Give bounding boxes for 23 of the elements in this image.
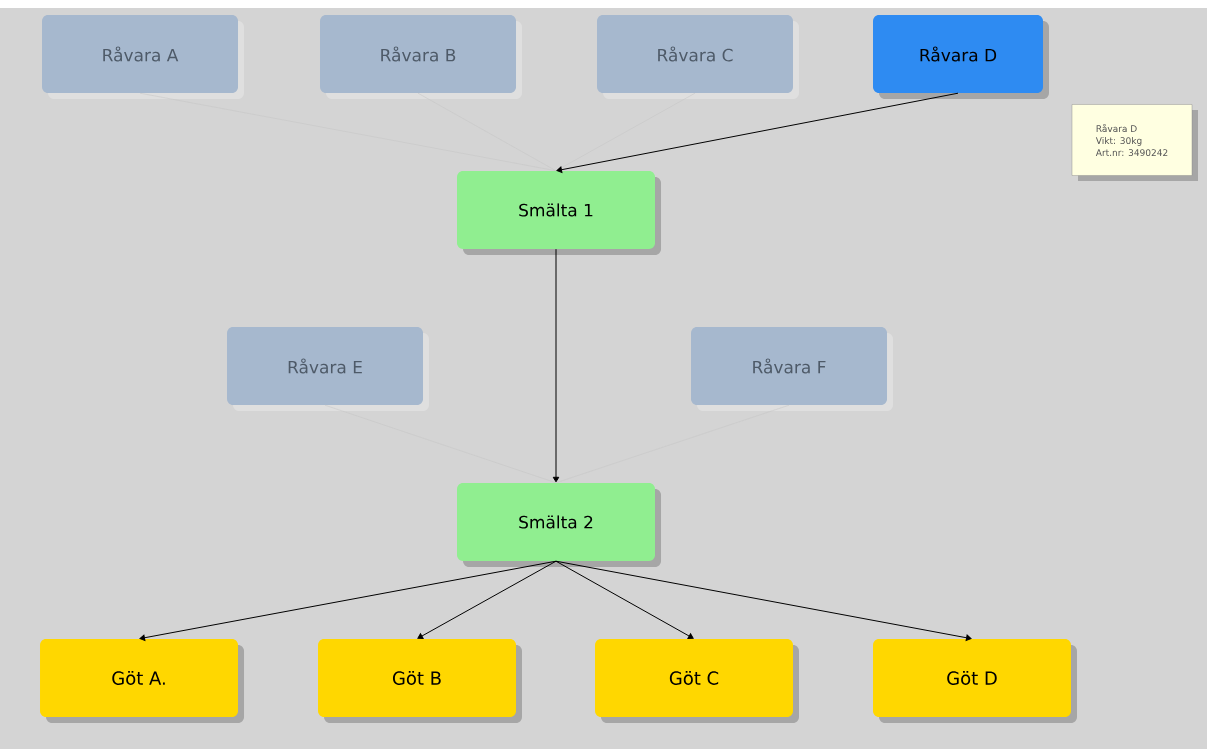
ingot-box: Göt B xyxy=(318,639,522,723)
connector-line xyxy=(139,92,557,172)
material-box: Råvara F xyxy=(691,327,893,411)
tooltip-box: Råvara D Vikt: 30kg Art.nr: 3490242 xyxy=(1071,104,1198,181)
arrow xyxy=(417,560,557,639)
material-box: Råvara E xyxy=(227,327,429,411)
ingot-box: Göt D xyxy=(873,639,1077,723)
arrow xyxy=(552,248,560,483)
melt-box: Smälta 1 xyxy=(457,171,661,255)
connector-line xyxy=(417,92,557,172)
arrow xyxy=(556,92,959,173)
ingot-box: Göt A. xyxy=(40,639,244,723)
material-box: Råvara D xyxy=(873,15,1049,99)
material-box: Råvara A xyxy=(42,15,244,99)
arrow xyxy=(555,560,694,639)
material-box: Råvara B xyxy=(320,15,522,99)
arrow xyxy=(555,560,972,641)
material-box: Råvara C xyxy=(597,15,799,99)
ingot-box: Göt C xyxy=(595,639,799,723)
arrow xyxy=(139,560,557,641)
connector-line xyxy=(324,404,557,484)
melt-box: Smälta 2 xyxy=(457,483,661,567)
connector-line xyxy=(555,404,790,484)
